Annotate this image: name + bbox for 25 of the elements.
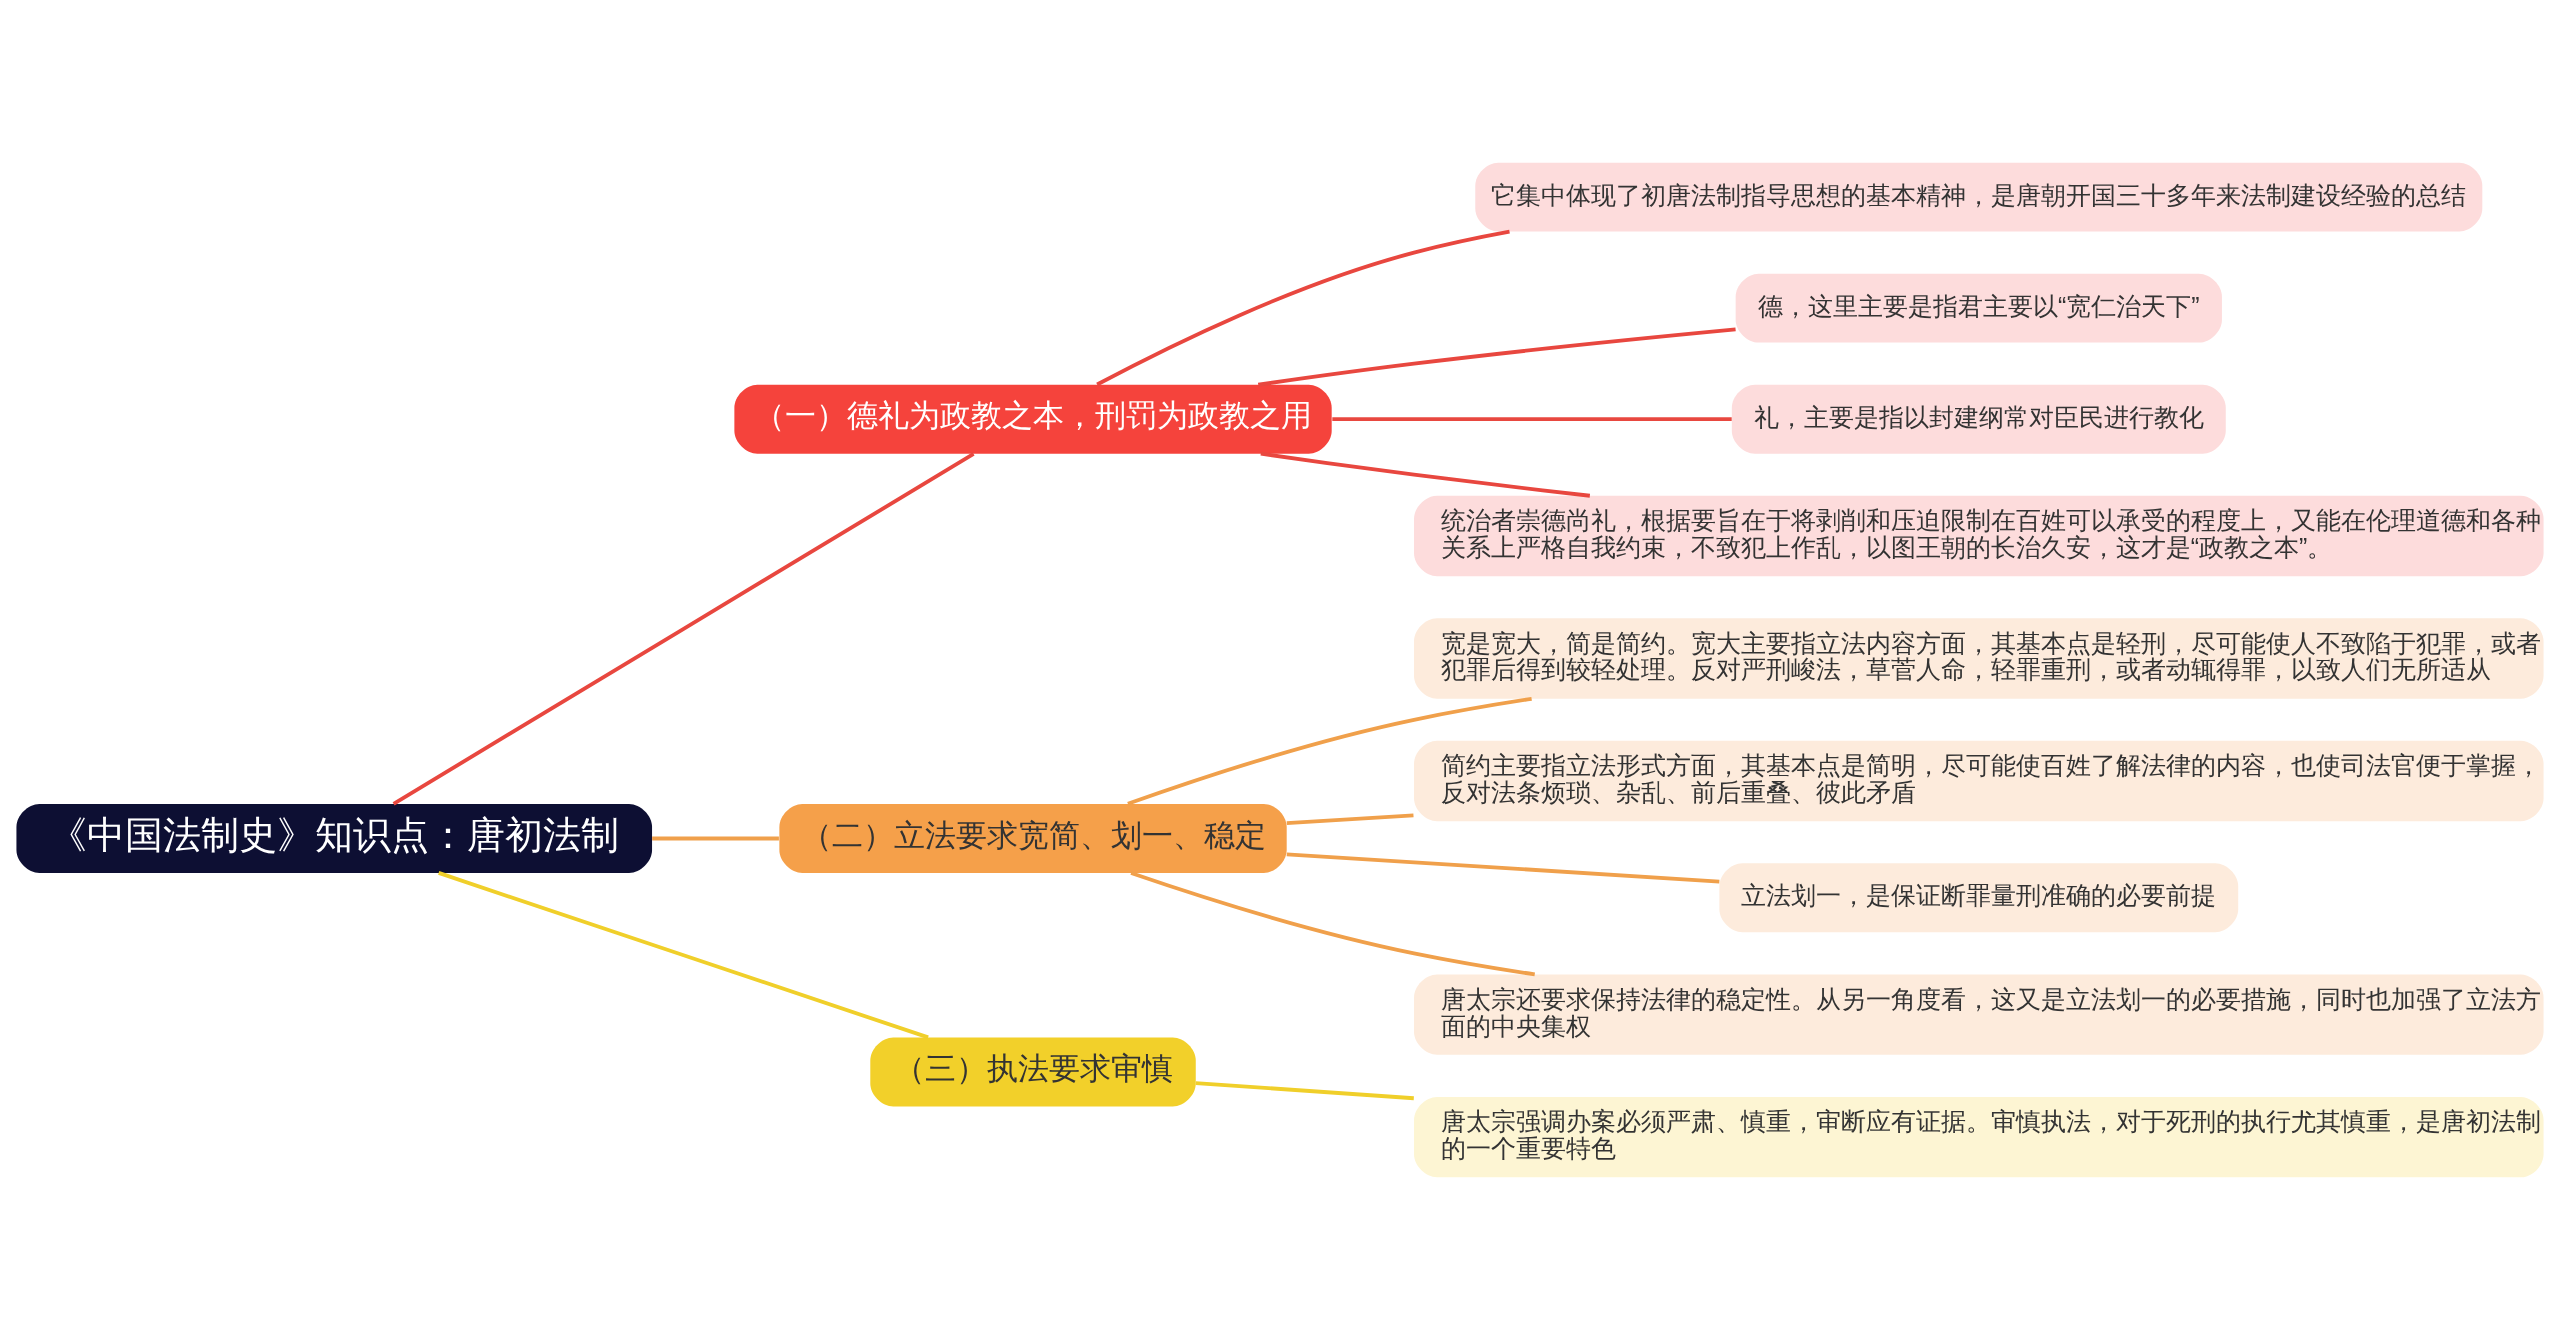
connector	[1195, 1080, 1414, 1100]
node-box: 它集中体现了初唐法制指导思想的基本精神，是唐朝开国三十多年来法制建设经验的总结	[1475, 162, 2483, 232]
node-box: （二）立法要求宽简、划一、稳定	[779, 803, 1287, 873]
node-box: （一）德礼为政教之本，刑罚为政教之用	[734, 384, 1332, 454]
connector	[1127, 696, 1532, 806]
node-box: 《中国法制史》知识点：唐初法制	[16, 803, 653, 873]
node-box: 宽是宽大，简是简约。宽大主要指立法内容方面，其基本点是轻刑，尽可能使人不致陷于犯罪，或者犯罪后得到较轻处理。反对严刑峻法，草菅人命，轻罪重刑，或者动辄得罪，以致人们无所适从	[1414, 617, 2544, 699]
connector	[652, 836, 779, 840]
connector	[438, 870, 929, 1039]
node-box: 礼，主要是指以封建纲常对臣民进行教化	[1731, 384, 2226, 454]
connector	[1096, 229, 1510, 386]
node-box: 唐太宗强调办案必须严肃、慎重，审断应有证据。审慎执法，对于死刑的执行尤其慎重，是唐初法制的一个重要特色	[1414, 1096, 2544, 1177]
connector	[1130, 870, 1536, 976]
node-box: 德，这里主要是指君主要以“宽仁治天下”	[1735, 273, 2222, 343]
node-box: 立法划一，是保证断罪量刑准确的必要前提	[1719, 862, 2239, 932]
connector	[1332, 416, 1732, 421]
connector	[1257, 327, 1736, 387]
node-box: （三）执法要求审慎	[870, 1037, 1196, 1106]
node-box: 简约主要指立法形式方面，其基本点是简明，尽可能使百姓了解法律的内容，也使司法官便于掌握，反对法条烦琐、杂乱、前后重叠、彼此矛盾	[1414, 740, 2544, 821]
connector	[1260, 451, 1591, 498]
node-box: 统治者崇德尚礼，根据要旨在于将剥削和压迫限制在百姓可以承受的程度上，又能在伦理道德和各种关系上严格自我约束，不致犯上作乱，以图王朝的长治久安，这才是“政教之本”。	[1414, 495, 2544, 576]
connector	[1286, 812, 1414, 825]
node-box: 唐太宗还要求保持法律的稳定性。从另一角度看，这又是立法划一的必要措施，同时也加强了立法方面的中央集权	[1414, 973, 2544, 1055]
connector	[392, 451, 975, 805]
connector	[1286, 851, 1720, 883]
